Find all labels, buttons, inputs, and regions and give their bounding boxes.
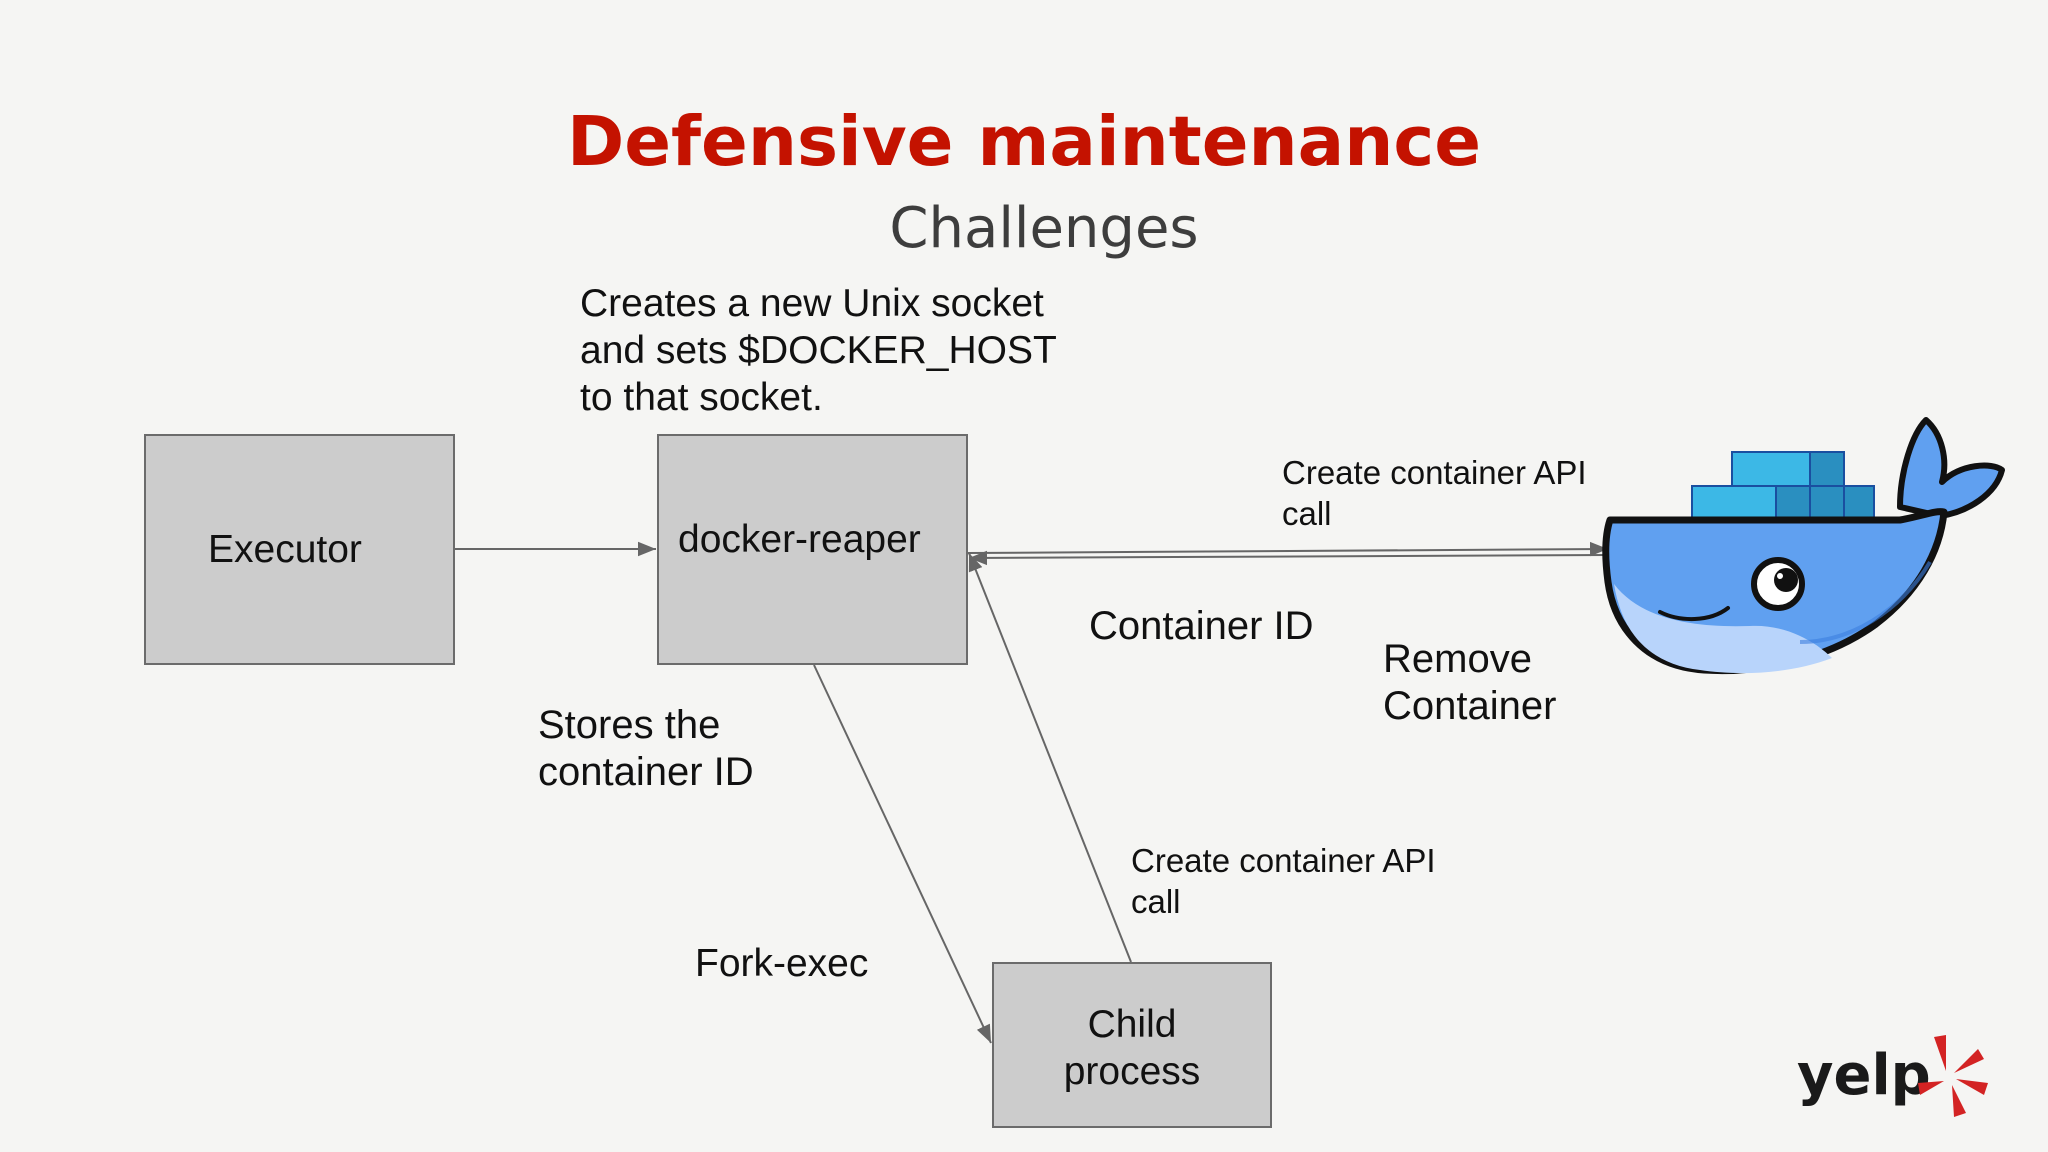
arrow-reaper-to-docker — [967, 541, 1609, 557]
yelp-logo: yelp — [1795, 1032, 1995, 1127]
child-process-box: Child process — [992, 962, 1272, 1128]
slide-title: Defensive maintenance — [566, 102, 1482, 182]
docker-reaper-box: docker-reaper — [657, 434, 968, 665]
yelp-logo-text: yelp — [1797, 1043, 1931, 1108]
create-api-note-top: Create container API call — [1282, 454, 1587, 532]
arrow-child-to-reaper — [968, 552, 1132, 963]
remove-container-note: Remove Container — [1383, 637, 1557, 728]
socket-note: Creates a new Unix socket and sets $DOCK… — [580, 282, 1057, 419]
container-id-note: Container ID — [1089, 604, 1314, 648]
docker-reaper-label: docker-reaper — [678, 518, 921, 561]
docker-whale-icon — [1602, 417, 2005, 675]
stores-id-note: Stores the container ID — [538, 703, 754, 794]
arrow-reaper-to-child — [813, 664, 992, 1044]
slide-subtitle: Challenges — [889, 196, 1199, 261]
create-api-note-bottom: Create container API call — [1131, 842, 1436, 920]
child-process-label: Child process — [1063, 1003, 1201, 1093]
fork-exec-note: Fork-exec — [695, 942, 869, 985]
arrow-docker-to-reaper — [968, 550, 1609, 566]
yelp-logo-icon: yelp — [1797, 1035, 1988, 1117]
executor-label: Executor — [208, 528, 362, 571]
executor-box: Executor — [144, 434, 455, 665]
